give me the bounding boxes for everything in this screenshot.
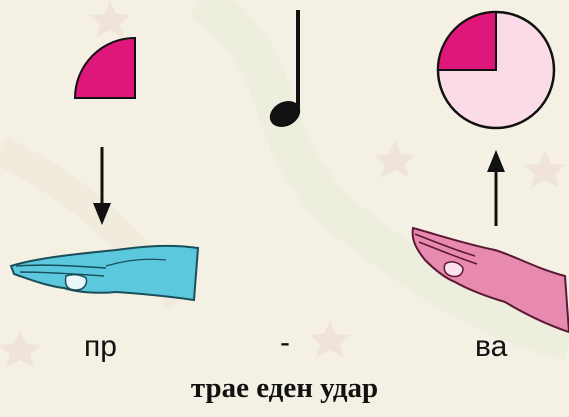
caption: трае еден удар (0, 372, 569, 405)
syllable-first: пр (84, 330, 117, 364)
quarter-circle-icon (72, 35, 138, 101)
hand-palm-down-icon (6, 236, 206, 306)
hand-palm-up-icon (405, 220, 569, 340)
syllable-second: ва (475, 330, 507, 364)
syllable-dash: - (280, 326, 290, 360)
arrow-up-icon (484, 150, 508, 226)
pie-quarter-icon (434, 8, 558, 132)
arrow-down-icon (90, 147, 114, 227)
quarter-note-icon (262, 8, 312, 132)
